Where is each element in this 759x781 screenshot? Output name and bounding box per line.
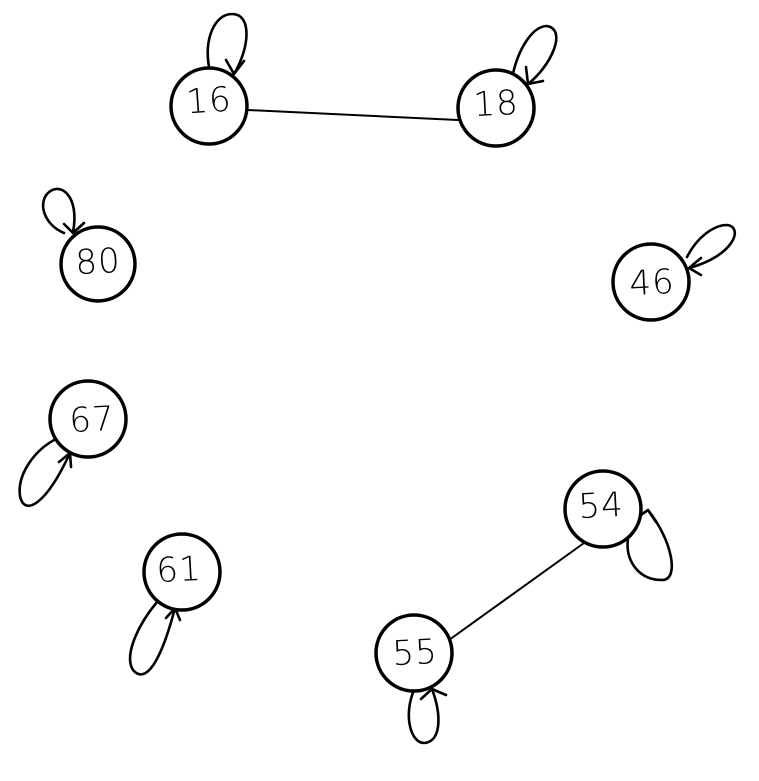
self-loop-46 (685, 223, 737, 277)
node-55: 55 (374, 613, 454, 693)
node-46: 46 (611, 242, 691, 322)
self-loop-16 (206, 12, 248, 76)
node-label-46: 46 (628, 262, 675, 304)
node-label-54: 54 (577, 485, 624, 527)
node-54: 54 (563, 469, 643, 549)
node-label-67: 67 (68, 399, 115, 441)
node-80: 80 (59, 225, 137, 303)
node-label-61: 61 (155, 549, 202, 591)
node-label-16: 16 (185, 79, 233, 122)
edge-16-18 (247, 109, 459, 121)
node-61: 61 (142, 532, 222, 612)
node-67: 67 (48, 379, 128, 459)
node-label-55: 55 (391, 632, 438, 674)
self-loop-80 (41, 187, 86, 235)
self-loop-18 (510, 24, 558, 86)
node-18: 18 (456, 68, 536, 148)
self-loop-55 (407, 687, 448, 745)
node-label-18: 18 (472, 83, 519, 125)
node-16: 16 (169, 66, 249, 146)
self-loop-61 (128, 600, 182, 676)
edge-54-55 (448, 542, 585, 641)
node-label-80: 80 (74, 241, 121, 283)
